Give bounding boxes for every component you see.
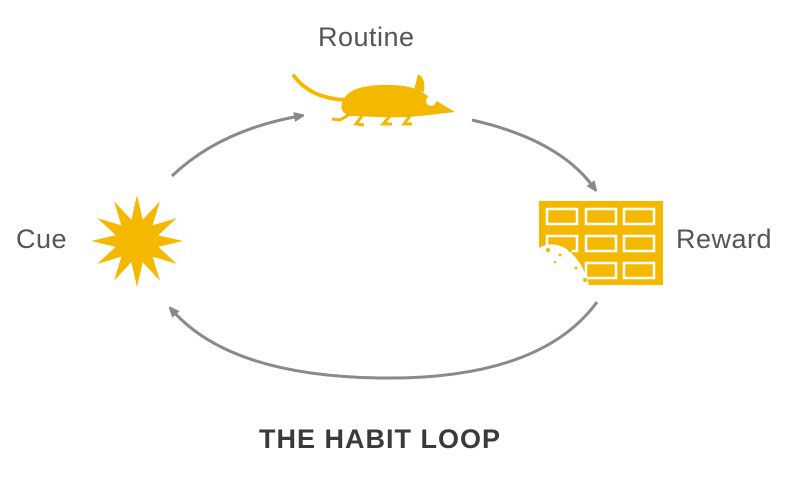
reward-label: Reward — [676, 224, 773, 254]
arrow-reward-to-cue — [172, 301, 599, 380]
chocolate-bar-icon — [530, 201, 663, 290]
mouse-icon — [292, 74, 455, 127]
routine-label: Routine — [318, 22, 415, 52]
diagram-title: THE HABIT LOOP — [259, 424, 501, 454]
arrow-cue-to-routine — [170, 116, 300, 178]
arrow-routine-to-reward — [471, 118, 594, 188]
cue-label: Cue — [16, 224, 68, 254]
star-burst-icon — [91, 195, 183, 287]
